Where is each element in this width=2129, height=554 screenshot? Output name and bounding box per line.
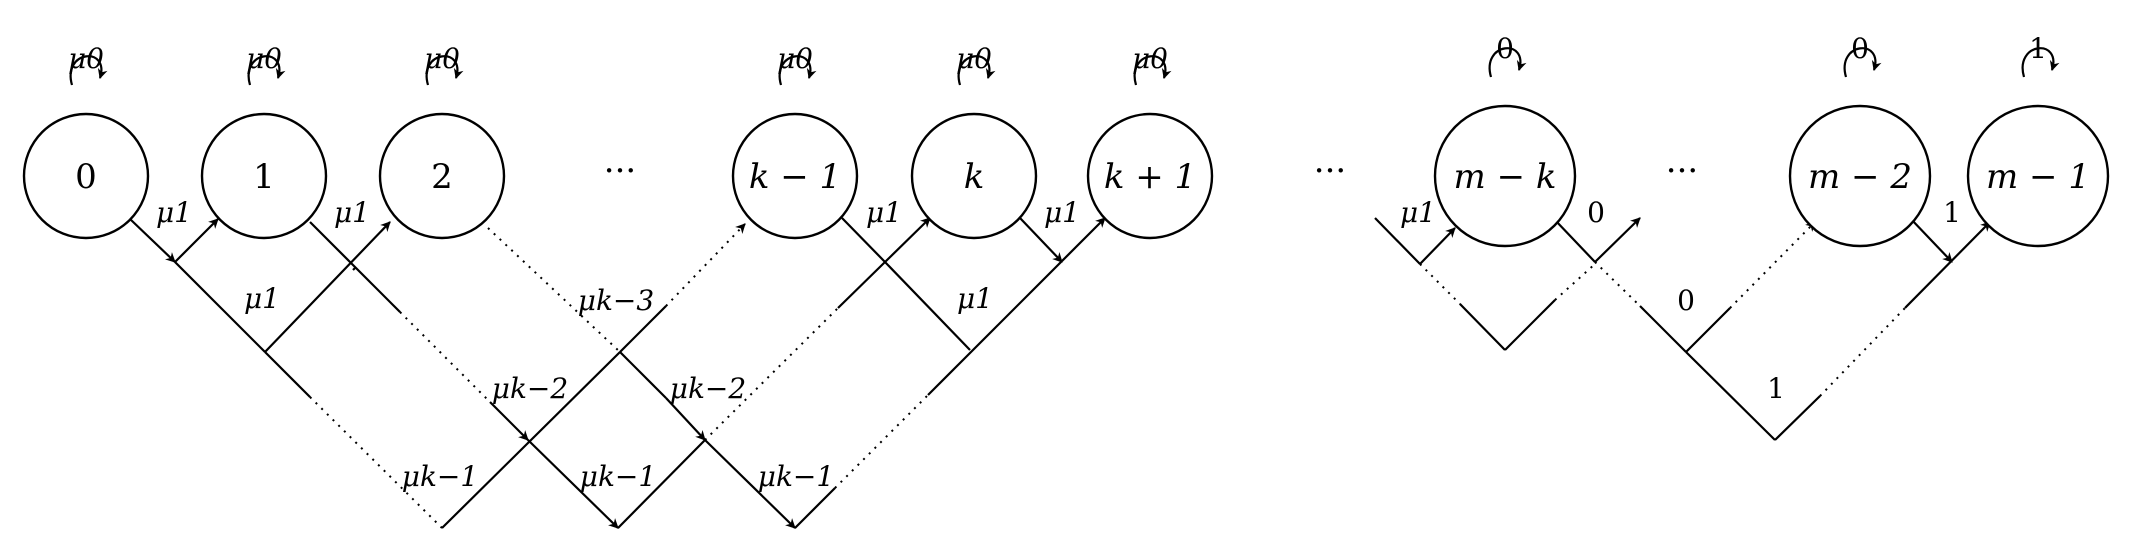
edge-to-bottom-b bbox=[527, 439, 619, 529]
state-0[interactable]: 0 bbox=[22, 55, 150, 240]
edge-label: μk−2 bbox=[670, 372, 746, 405]
state-m-minus-k[interactable]: m − k bbox=[1433, 47, 1577, 248]
edge-dotted-5 bbox=[834, 394, 929, 489]
edge-0-up-right bbox=[1685, 307, 1731, 353]
edge-label: μk−1 bbox=[758, 460, 834, 493]
loop-label: 1 bbox=[2029, 32, 2047, 65]
edge-mid-down bbox=[264, 351, 311, 398]
loop-labels: μ0 μ0 μ0 μ0 μ0 μ0 0 0 1 bbox=[68, 32, 2047, 75]
edge-mk-up bbox=[1594, 217, 1641, 263]
edge-to-2 bbox=[264, 221, 391, 353]
edge-mark bbox=[352, 266, 357, 271]
edge-cross-up-3 bbox=[794, 487, 836, 529]
edge-0-down-right bbox=[1639, 305, 1687, 353]
edge-to-bottom-d bbox=[704, 439, 796, 529]
edge-km1-long bbox=[884, 261, 971, 351]
edge-to-kp1 bbox=[927, 217, 1106, 396]
edge-labels: μ1 μ1 μ1 μ1 μ1 μ1 μ1 μk−3 μk−2 μk−2 μk−1… bbox=[156, 196, 1961, 493]
edge-label: μk−3 bbox=[578, 284, 654, 317]
loop-label: μ0 bbox=[68, 42, 104, 75]
edge-to-m2 bbox=[1729, 221, 1816, 309]
state-1[interactable]: 1 bbox=[200, 55, 328, 240]
loop-label: μ0 bbox=[956, 42, 992, 75]
edge-cross-up-1 bbox=[441, 351, 621, 529]
state-m-minus-1[interactable]: m − 1 bbox=[1966, 47, 2110, 248]
edge-label: 0 bbox=[1587, 196, 1605, 229]
state-label: k + 1 bbox=[1104, 157, 1196, 197]
transition-lines bbox=[129, 217, 1991, 529]
state-label: 1 bbox=[253, 157, 275, 197]
state-label: 2 bbox=[431, 157, 453, 197]
state-label: m − 1 bbox=[1986, 157, 2090, 197]
edge-km1-down bbox=[841, 217, 886, 263]
edge-label: 1 bbox=[1943, 196, 1961, 229]
loop-label: μ0 bbox=[246, 42, 282, 75]
edge-mk-down bbox=[1554, 219, 1596, 263]
edge-dotted-6 bbox=[1419, 263, 1461, 305]
edge-1-up-right bbox=[1774, 395, 1821, 441]
ellipsis: ··· bbox=[1666, 151, 1698, 191]
edge-0-long-down bbox=[174, 261, 266, 353]
edge-label: 1 bbox=[1767, 372, 1785, 405]
edge-label: μk−2 bbox=[492, 372, 568, 405]
state-k-minus-1[interactable]: k − 1 bbox=[731, 55, 859, 240]
loop-label: 0 bbox=[1496, 32, 1514, 65]
edge-k-down bbox=[1019, 217, 1063, 263]
edge-label: μ1 bbox=[957, 282, 993, 315]
edge-m2-down bbox=[1909, 217, 1953, 263]
state-label: k − 1 bbox=[749, 157, 841, 197]
edge-0-down bbox=[129, 218, 176, 263]
ellipsis: ··· bbox=[604, 151, 636, 191]
edge-cross-up-1b bbox=[619, 305, 667, 353]
loop-label: 0 bbox=[1851, 32, 1869, 65]
edge-left-in bbox=[1374, 217, 1421, 265]
state-label: m − 2 bbox=[1808, 157, 1912, 197]
edge-label: μ1 bbox=[866, 196, 902, 229]
state-k[interactable]: k bbox=[910, 55, 1038, 240]
state-m-minus-2[interactable]: m − 2 bbox=[1788, 47, 1932, 248]
loop-label: μ0 bbox=[424, 42, 460, 75]
edge-to-k bbox=[837, 217, 931, 309]
edge-label: μ1 bbox=[1400, 196, 1436, 229]
edge-to-m1 bbox=[1904, 221, 1991, 309]
state-label: k bbox=[964, 157, 985, 197]
edge-to-1 bbox=[174, 218, 219, 263]
edge-cross-up-2 bbox=[617, 439, 706, 529]
state-label: m − k bbox=[1454, 157, 1557, 197]
edge-label: μk−1 bbox=[580, 460, 656, 493]
edge-label: μk−1 bbox=[402, 460, 478, 493]
loop-label: μ0 bbox=[777, 42, 813, 75]
ellipsis: ··· bbox=[1314, 151, 1346, 191]
edge-label: μ1 bbox=[334, 196, 370, 229]
state-2[interactable]: 2 bbox=[378, 55, 506, 240]
edge-to-km1 bbox=[665, 223, 746, 307]
edge-1-down-right bbox=[1685, 351, 1776, 441]
state-k-plus-1[interactable]: k + 1 bbox=[1086, 55, 1214, 240]
edge-to-bottom-c bbox=[665, 397, 706, 441]
edge-v-left bbox=[1459, 303, 1506, 351]
edge-to-bottom-a bbox=[489, 401, 529, 441]
edge-label: 0 bbox=[1677, 284, 1695, 317]
edge-label: μ1 bbox=[156, 196, 192, 229]
edge-dotted-9 bbox=[1819, 307, 1906, 397]
edge-2-down bbox=[619, 351, 667, 399]
edge-label: μ1 bbox=[244, 282, 280, 315]
edge-dotted-7 bbox=[1554, 263, 1596, 301]
loop-label: μ0 bbox=[1132, 42, 1168, 75]
state-label: 0 bbox=[75, 157, 97, 197]
edge-v-right bbox=[1504, 299, 1556, 351]
edge-label: μ1 bbox=[1044, 196, 1080, 229]
edge-dotted-2 bbox=[399, 311, 491, 403]
edge-dotted-8 bbox=[1594, 261, 1641, 307]
edge-to-mk bbox=[1419, 227, 1456, 265]
